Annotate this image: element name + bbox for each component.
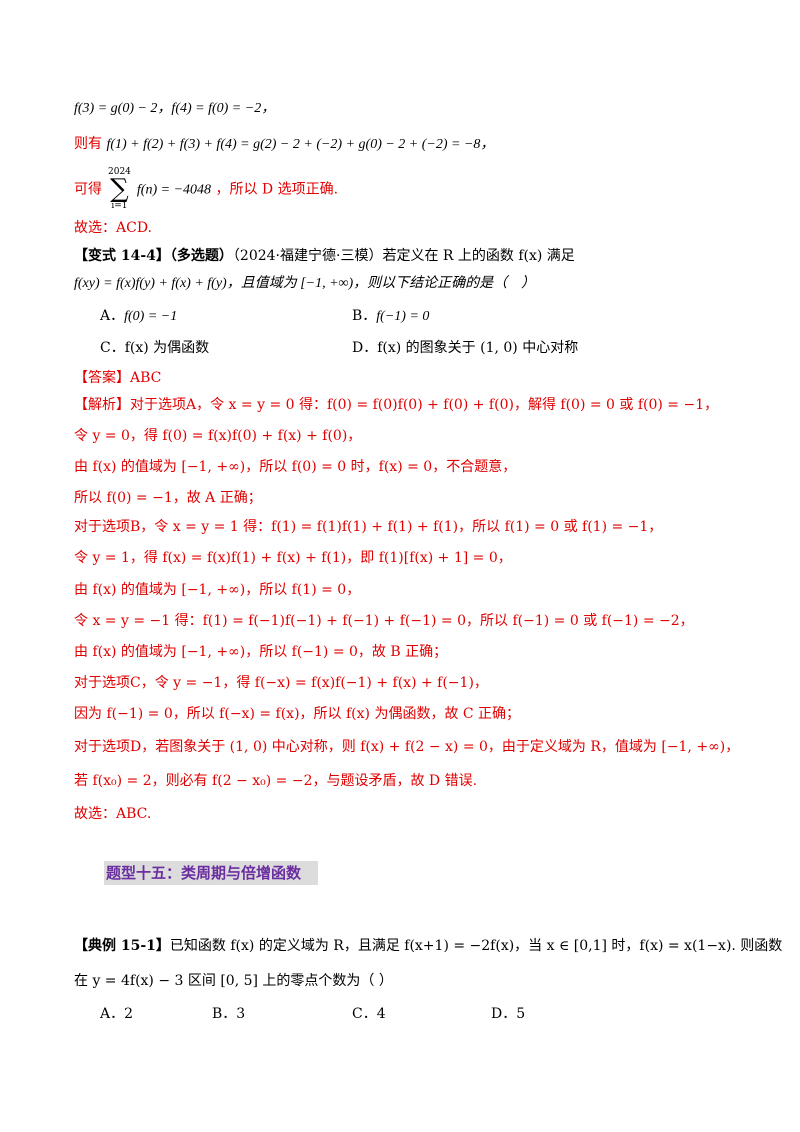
- variant-option-b: B．f(−1) = 0: [352, 306, 429, 327]
- example-stem-2: 在 y = 4f(x) − 3 区间 [0, 5] 上的零点个数为（ ）: [74, 973, 393, 989]
- analysis-line-12: 对于选项D，若图象关于 (1, 0) 中心对称，则 f(x) + f(2 − x…: [74, 739, 740, 755]
- summation-lower-limit: i=1: [111, 201, 128, 211]
- option-text: f(x) 的图象关于 (1, 0) 中心对称: [377, 340, 579, 356]
- analysis-line-11: 因为 f(−1) = 0，所以 f(−x) = f(x)，所以 f(x) 为偶函…: [74, 706, 521, 722]
- option-letter: C．: [100, 340, 125, 356]
- variant-header: 【变式 14-4】（多选题）（2024·福建宁德·三模）若定义在 R 上的函数 …: [74, 246, 575, 266]
- summation-upper-limit: 2024: [108, 167, 131, 177]
- variant-type: （多选题）: [169, 248, 233, 264]
- variant-stem-1: 若定义在 R 上的函数 f(x) 满足: [382, 248, 575, 264]
- solution-answer: 故选：ACD.: [74, 220, 152, 236]
- analysis-line-14: 故选：ABC.: [74, 806, 152, 822]
- analysis-line-13: 若 f(x₀) = 2，则必有 f(2 − x₀) = −2，与题设矛盾，故 D…: [74, 773, 478, 789]
- variant-answer: 【答案】ABC: [74, 370, 162, 386]
- analysis-line-2: 令 y = 0，得 f(0) = f(x)f(0) + f(x) + f(0)，: [74, 428, 362, 444]
- analysis-line-10: 对于选项C，令 y = −1，得 f(−x) = f(x)f(−1) + f(x…: [74, 675, 488, 691]
- option-letter: B．: [212, 1006, 237, 1022]
- option-text: 2: [124, 1006, 134, 1022]
- analysis-line-5: 对于选项B，令 x = y = 1 得：f(1) = f(1)f(1) + f(…: [74, 519, 663, 535]
- analysis-line-4: 所以 f(0) = −1，故 A 正确；: [74, 490, 262, 506]
- variant-option-d: D．f(x) 的图象关于 (1, 0) 中心对称: [352, 338, 578, 358]
- variant-option-c: C．f(x) 为偶函数: [100, 338, 209, 358]
- option-letter: A．: [100, 1006, 125, 1022]
- analysis-line-6: 令 y = 1，得 f(x) = f(x)f(1) + f(x) + f(1)，…: [74, 550, 512, 566]
- option-letter: D．: [352, 340, 378, 356]
- option-text: 5: [516, 1006, 526, 1022]
- analysis-line-8: 令 x = y = −1 得：f(1) = f(−1)f(−1) + f(−1)…: [74, 613, 694, 629]
- option-letter: D．: [491, 1006, 517, 1022]
- example-option-c: C．4: [352, 1004, 386, 1024]
- example-option-b: B．3: [212, 1004, 245, 1024]
- solution-line-2-prefix: 则有: [74, 136, 102, 152]
- option-text: f(−1) = 0: [376, 309, 430, 324]
- solution-line-3-prefix: 可得: [74, 181, 102, 198]
- option-text: 4: [376, 1006, 386, 1022]
- example-option-d: D．5: [491, 1004, 525, 1024]
- sigma-icon: ∑: [110, 174, 129, 204]
- solution-line-2-math: f(1) + f(2) + f(3) + f(4) = g(2) − 2 + (…: [106, 137, 495, 152]
- section-title: 题型十五：类周期与倍增函数: [104, 861, 318, 885]
- variant-source: （2024·福建宁德·三模）: [232, 248, 383, 264]
- option-letter: B．: [352, 308, 377, 324]
- solution-line-1: f(3) = g(0) − 2，f(4) = f(0) = −2，: [74, 101, 276, 116]
- summation-symbol: 2024 ∑ i=1: [106, 167, 132, 211]
- solution-line-3-suffix: ，所以 D 选项正确.: [215, 181, 339, 198]
- solution-line-2: 则有 f(1) + f(2) + f(3) + f(4) = g(2) − 2 …: [74, 134, 494, 155]
- solution-line-3-math: f(n) = −4048: [136, 182, 212, 198]
- variant-stem-2: f(xy) = f(x)f(y) + f(x) + f(y)，且值域为 [−1,…: [74, 276, 536, 291]
- analysis-line-7: 由 f(x) 的值域为 [−1, +∞)，所以 f(1) = 0，: [74, 582, 361, 598]
- option-text: 3: [236, 1006, 246, 1022]
- analysis-line-1: 【解析】对于选项A，令 x = y = 0 得：f(0) = f(0)f(0) …: [74, 397, 719, 413]
- example-option-a: A．2: [100, 1004, 133, 1024]
- example-stem-1-text: 已知函数 f(x) 的定义域为 R，且满足 f(x+1) = −2f(x)，当 …: [169, 938, 783, 954]
- analysis-line-3: 由 f(x) 的值域为 [−1, +∞)，所以 f(0) = 0 时，f(x) …: [74, 459, 517, 475]
- option-letter: C．: [352, 1006, 377, 1022]
- option-letter: A．: [100, 308, 125, 324]
- variant-option-a: A．f(0) = −1: [100, 306, 177, 327]
- analysis-line-9: 由 f(x) 的值域为 [−1, +∞)，所以 f(−1) = 0，故 B 正确…: [74, 644, 448, 660]
- solution-line-3: 可得 2024 ∑ i=1 f(n) = −4048 ，所以 D 选项正确.: [74, 167, 339, 211]
- option-text: f(0) = −1: [124, 309, 178, 324]
- example-stem-1: 【典例 15-1】已知函数 f(x) 的定义域为 R，且满足 f(x+1) = …: [74, 936, 782, 956]
- example-label: 【典例 15-1】: [74, 938, 170, 954]
- variant-label: 【变式 14-4】: [74, 248, 170, 264]
- option-text: f(x) 为偶函数: [124, 340, 210, 356]
